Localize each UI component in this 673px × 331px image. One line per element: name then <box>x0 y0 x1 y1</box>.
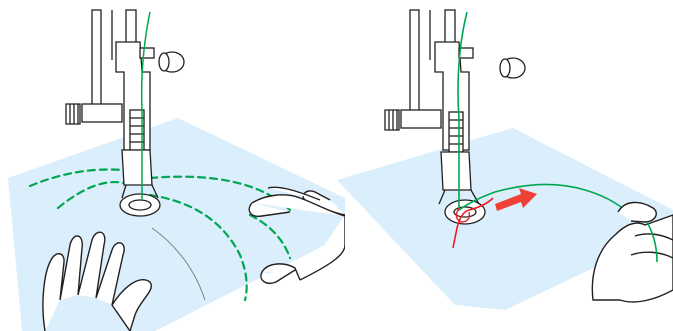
presser-bar <box>410 10 419 120</box>
foot-spring <box>449 112 463 152</box>
panel-free-motion-quilting <box>0 0 345 331</box>
free-motion-quilting-drawing <box>0 0 345 331</box>
panel-pull-bobbin-thread <box>335 0 673 331</box>
pull-bobbin-thread-drawing <box>335 0 673 331</box>
foot-screw-base <box>401 110 441 128</box>
darning-foot-body <box>441 152 471 190</box>
darning-foot-body <box>122 150 152 185</box>
foot-screw-base <box>82 104 122 122</box>
